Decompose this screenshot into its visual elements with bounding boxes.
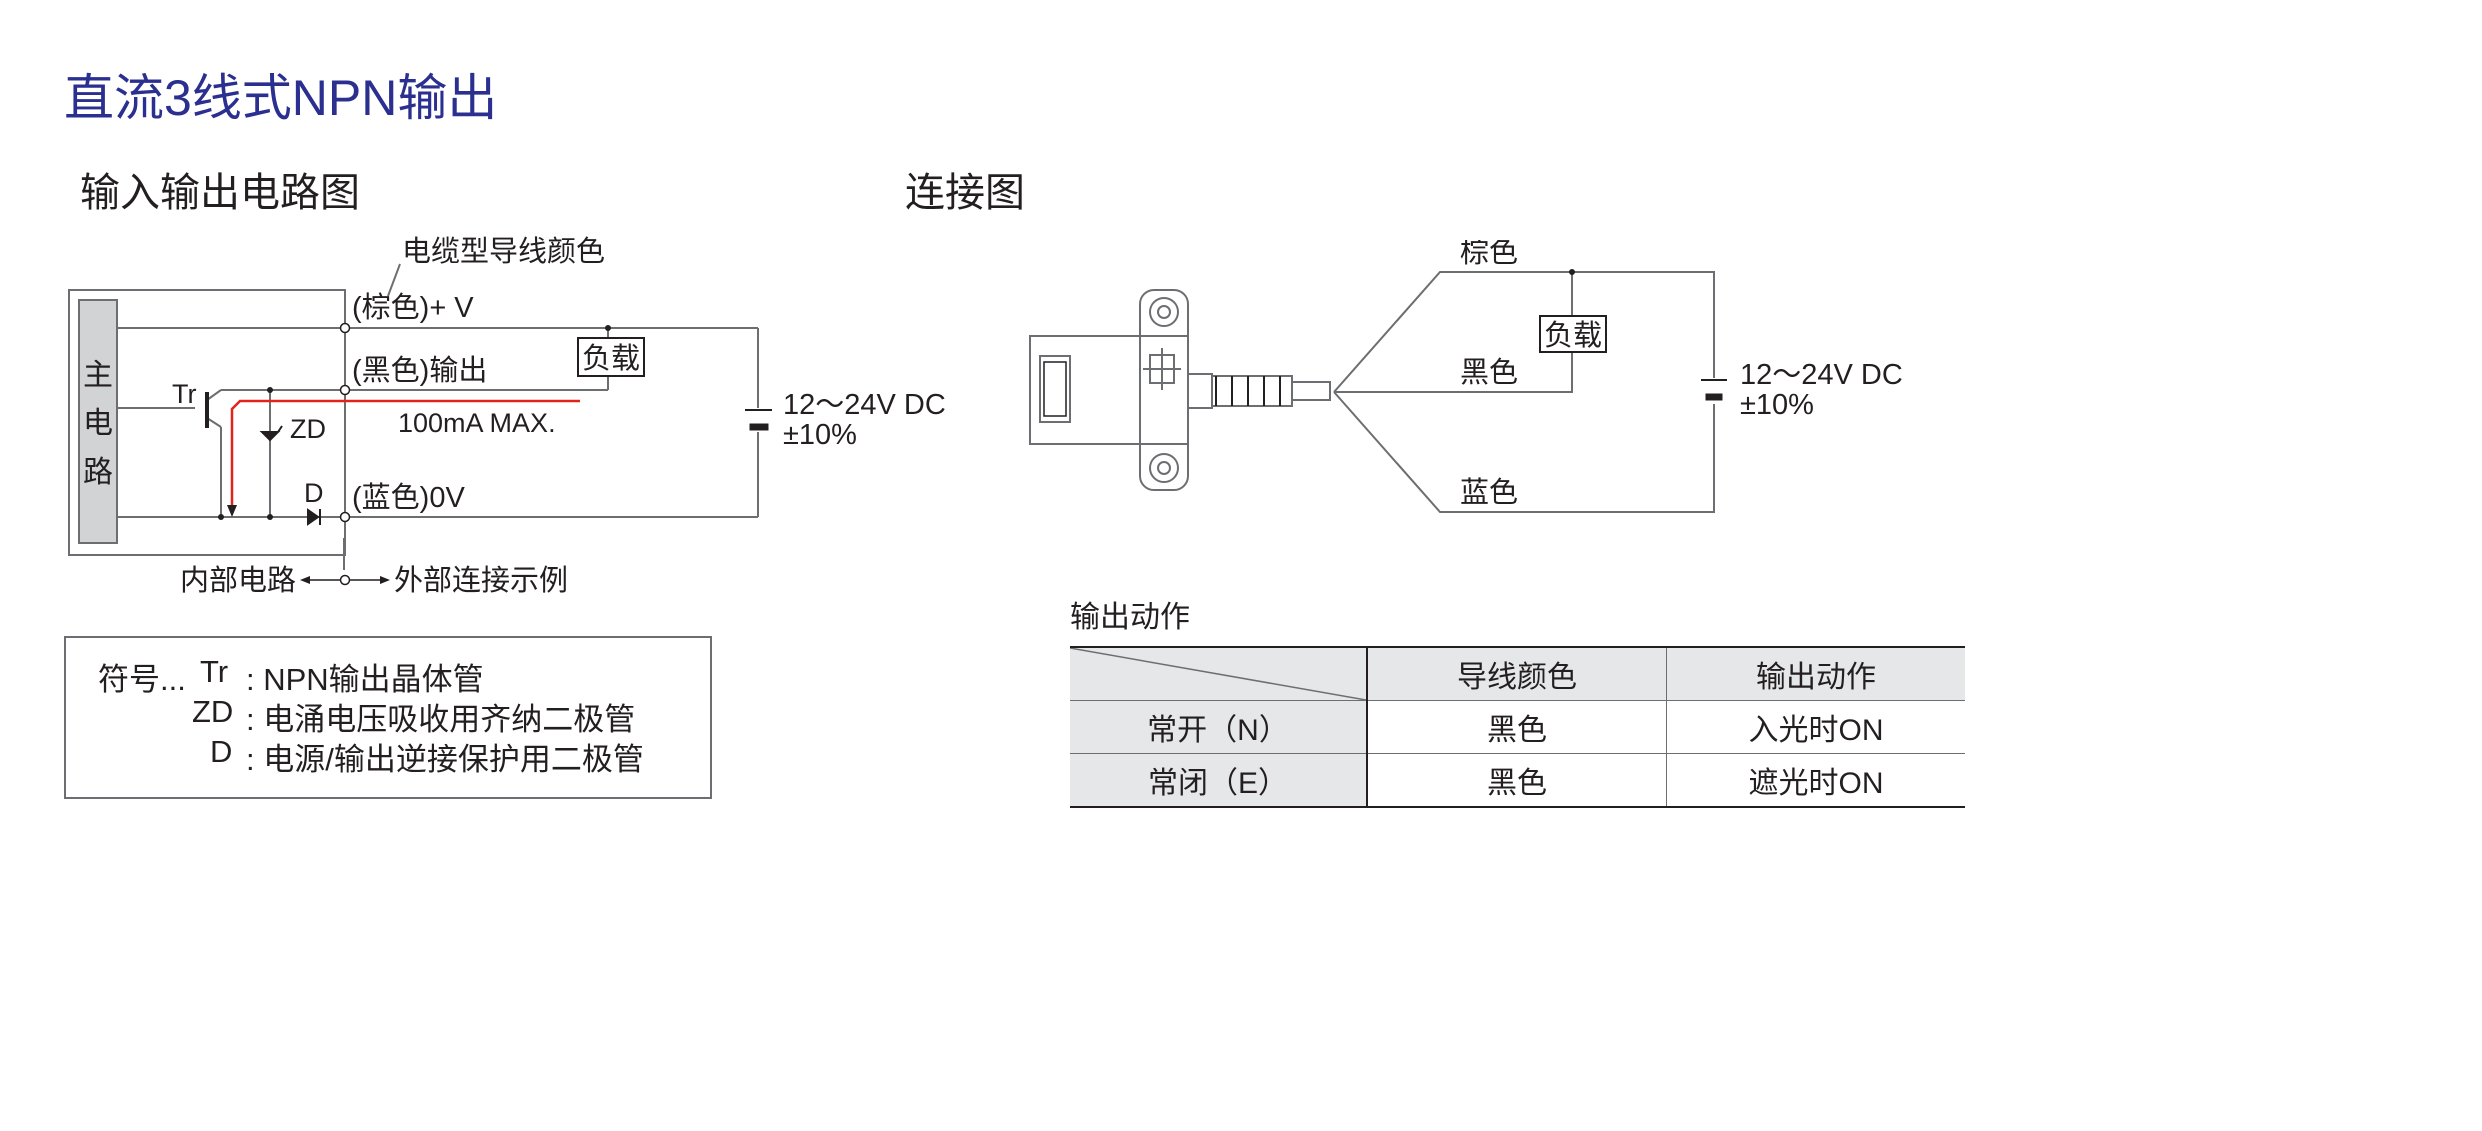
output-table-title: 输出动作 [1070, 601, 1190, 634]
row-mode-no: 常开（N） [1070, 700, 1368, 754]
legend-desc-d: : 电源/输出逆接保护用二极管 [246, 742, 644, 777]
table-row: 常闭（E） 黑色 遮光时ON [1070, 753, 1965, 808]
output-table: 导线颜色 输出动作 常开（N） 黑色 入光时ON 常闭（E） 黑色 遮光时ON [1070, 646, 1965, 808]
main-circuit-bar [78, 299, 118, 544]
tolerance-label: ±10% [783, 419, 857, 451]
internal-circuit-label: 内部电路 [180, 564, 296, 597]
connection-heading: 连接图 [905, 171, 1025, 215]
legend-symbol-zd: ZD [192, 694, 234, 729]
table-header-row: 导线颜色 输出动作 [1070, 646, 1965, 701]
sensor-mount [1139, 289, 1189, 491]
diode-symbol [307, 508, 321, 526]
symbol-legend [64, 636, 712, 799]
brown-wire-label: (棕色)+ V [352, 291, 474, 324]
blue-wire-label: (蓝色)0V [352, 481, 465, 514]
external-connection-label: 外部连接示例 [394, 564, 568, 597]
header-output-action: 输出动作 [1666, 646, 1965, 701]
circuit-diagram: 主 电 路 负载 电缆型导线颜色 (棕色)+ V (黑色)输出 [68, 235, 946, 597]
current-label: 100mA MAX. [398, 408, 556, 438]
connection-blue-label: 蓝色 [1460, 476, 1518, 509]
load-box [577, 337, 645, 377]
legend-desc-zd: : 电涌电压吸收用齐纳二极管 [246, 702, 636, 737]
d-label: D [304, 478, 324, 508]
main-circuit-char-2: 电 [83, 407, 113, 440]
tr-label: Tr [172, 379, 196, 409]
table-corner-cell [1070, 646, 1368, 701]
row-wire-nc: 黑色 [1367, 753, 1667, 808]
cable-color-label: 电缆型导线颜色 [402, 235, 605, 268]
legend-desc-tr: : NPN输出晶体管 [246, 662, 484, 697]
zd-label: ZD [290, 414, 326, 444]
legend-symbol-d: D [210, 734, 233, 769]
legend-prefix: 符号... [98, 662, 186, 697]
connection-voltage-label: 12～24V DC [1740, 359, 1903, 391]
connection-load-label: 负载 [1544, 319, 1602, 352]
zener-diode-symbol [259, 425, 283, 442]
connection-load-box [1539, 315, 1607, 353]
corner-diagonal [1070, 648, 1366, 700]
row-mode-nc: 常闭（E） [1070, 753, 1368, 808]
page-title: 直流3线式NPN输出 [64, 70, 498, 126]
row-action-nc: 遮光时ON [1666, 753, 1965, 808]
table-row: 常开（N） 黑色 入光时ON [1070, 700, 1965, 754]
internal-circuit-box [68, 289, 346, 556]
connection-black-label: 黑色 [1460, 356, 1518, 389]
connection-brown-label: 棕色 [1460, 240, 1518, 269]
connection-diagram: 负载 棕色 黑色 蓝色 12～24V DC ±10% [1029, 240, 1903, 513]
header-wire-color: 导线颜色 [1367, 646, 1667, 701]
legend-symbol-tr: Tr [200, 654, 229, 689]
row-action-no: 入光时ON [1666, 700, 1965, 754]
black-wire-label: (黑色)输出 [352, 354, 487, 387]
main-circuit-char-3: 路 [83, 456, 113, 489]
connection-tolerance-label: ±10% [1740, 389, 1814, 421]
current-path [230, 399, 580, 512]
row-wire-no: 黑色 [1367, 700, 1667, 754]
battery-symbol [745, 409, 772, 431]
sensor-window [1039, 355, 1071, 423]
voltage-label: 12～24V DC [783, 389, 946, 421]
main-circuit-char-1: 主 [83, 359, 113, 392]
circuit-heading: 输入输出电路图 [80, 171, 360, 215]
circuit-load-label: 负载 [582, 342, 640, 375]
connection-battery-symbol [1701, 379, 1727, 401]
